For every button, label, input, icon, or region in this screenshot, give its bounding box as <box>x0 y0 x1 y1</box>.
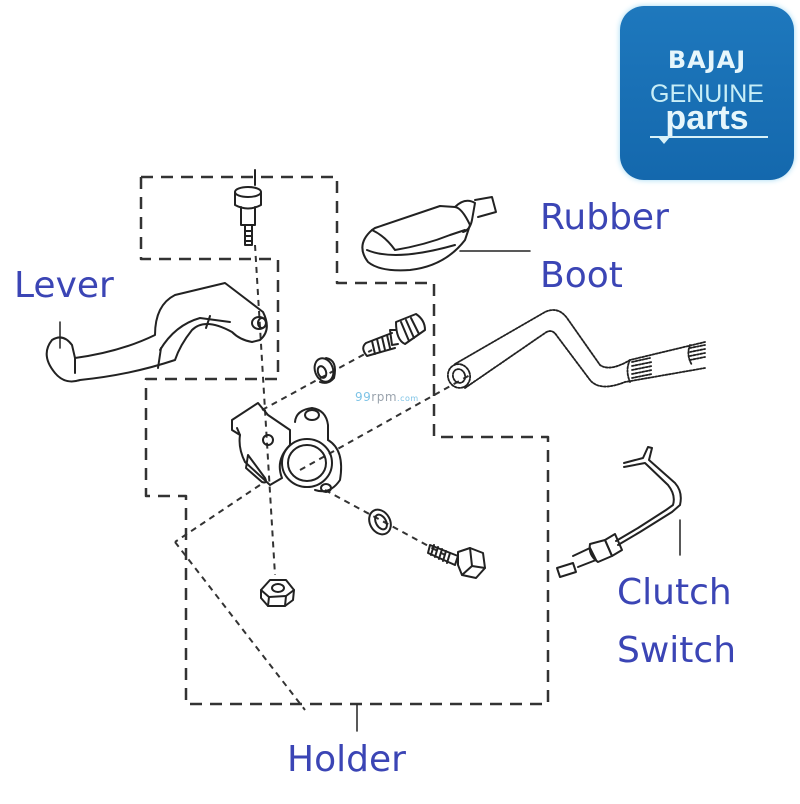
label-rubber-boot-line2: Boot <box>540 255 623 296</box>
assembly-outline <box>139 175 550 706</box>
logo-arrow-icon <box>658 137 670 144</box>
label-clutch-switch-line2: Switch <box>617 630 737 671</box>
washer-part <box>368 508 392 536</box>
adjuster-screw-part <box>362 313 426 357</box>
hex-nut-part <box>260 579 295 607</box>
clamp-bolt-part <box>427 544 486 579</box>
watermark: 99rpm.com <box>355 390 419 404</box>
handlebar-part <box>446 309 706 389</box>
holder-part <box>231 402 343 493</box>
holder-diag-down <box>174 541 306 711</box>
watermark-suffix: .com <box>397 394 419 403</box>
explode-lines <box>174 244 471 711</box>
holder-diag-left <box>174 484 261 543</box>
logo-brand: BAJAJ <box>667 46 747 74</box>
clamp-axis-line <box>324 489 446 556</box>
lock-nut-part <box>313 357 336 384</box>
pivot-bolt-part <box>234 169 262 246</box>
outline-top-box <box>139 175 550 706</box>
logo-genuine: GENUINE <box>650 80 764 108</box>
label-lever: Lever <box>14 265 114 306</box>
watermark-prefix: 99 <box>355 390 372 404</box>
label-holder: Holder <box>287 739 406 780</box>
watermark-main: rpm <box>371 390 398 404</box>
lever-part <box>45 282 268 383</box>
logo-underline <box>650 136 768 138</box>
clutch-switch-part <box>556 446 682 578</box>
rubber-boot-part <box>361 196 531 272</box>
logo-parts: parts <box>665 99 749 137</box>
bajaj-genuine-parts-logo: BAJAJ GENUINE parts <box>620 6 794 180</box>
label-rubber-boot-line1: Rubber <box>540 197 669 238</box>
adjuster-axis-line <box>261 349 373 411</box>
label-clutch-switch-line1: Clutch <box>617 572 732 613</box>
